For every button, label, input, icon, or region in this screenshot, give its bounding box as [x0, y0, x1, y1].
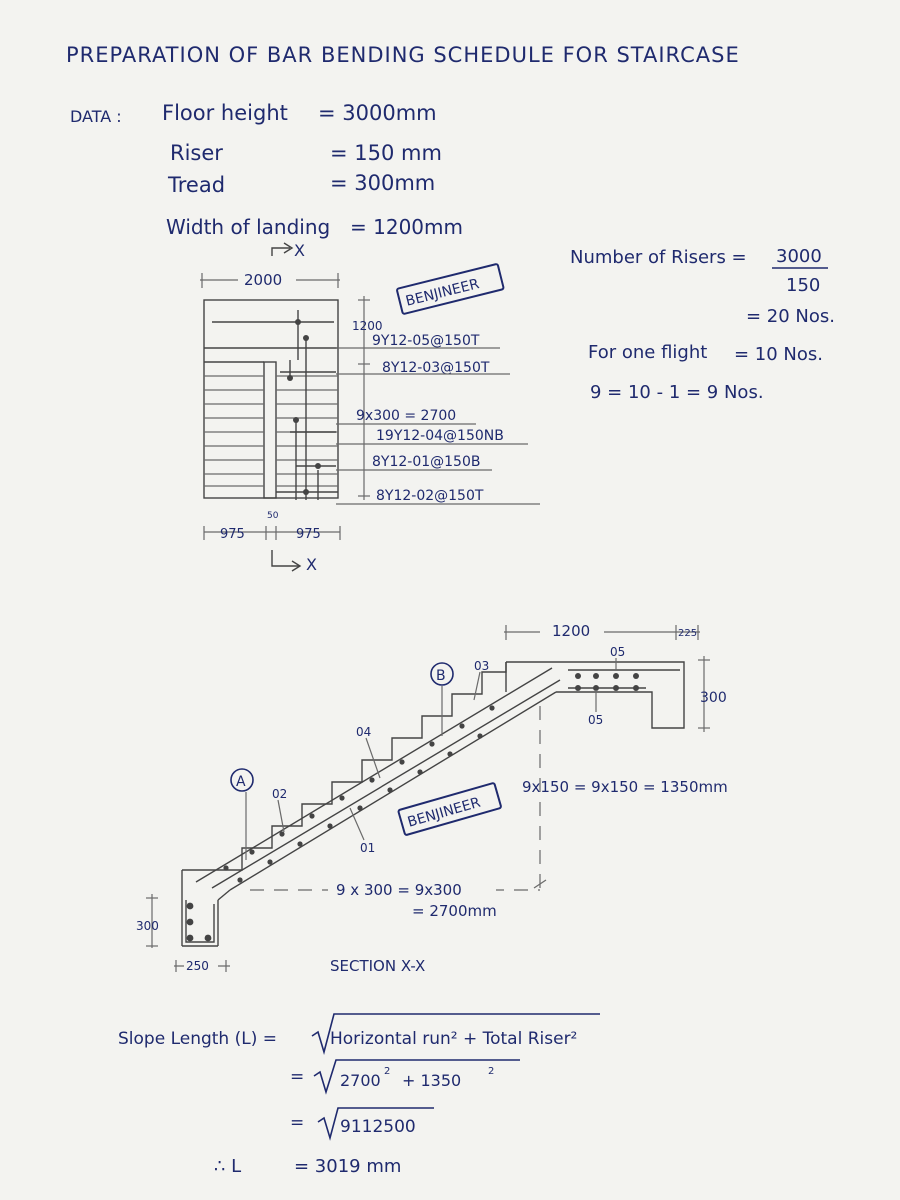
risers-result: = 20 Nos. — [746, 306, 835, 327]
run-calc: 9 x 300 = 9x300 — [336, 881, 462, 899]
section-landing-dim: 1200 — [552, 622, 590, 640]
label-02: 02 — [272, 787, 287, 801]
section-landing-depth: 300 — [700, 690, 727, 706]
slope-line1: Horizontal run² + Total Riser² — [330, 1029, 577, 1049]
label-04: 04 — [356, 725, 371, 739]
benjineer-stamp-section: BENJINEER — [397, 782, 502, 836]
section-caption: SECTION X-X — [330, 957, 425, 975]
svg-text:=: = — [290, 1113, 304, 1133]
rise-calc: 9x150 = 9x150 = 1350mm — [522, 778, 728, 796]
slope-line3: 9112500 — [340, 1117, 416, 1137]
plan-width-dim: 2000 — [244, 271, 282, 289]
benjineer-stamp-top: BENJINEER — [396, 263, 505, 315]
data-tread-name: Tread — [167, 173, 225, 197]
section-marker-bottom: X — [306, 555, 317, 574]
plan-bar-01: 8Y12-01@150B — [372, 454, 480, 470]
risers-label: Number of Risers = — [570, 247, 747, 268]
point-b: B — [436, 668, 446, 684]
label-03: 03 — [474, 659, 489, 673]
svg-text:BENJINEER: BENJINEER — [406, 795, 483, 831]
data-tread-value: = 300mm — [330, 171, 435, 195]
data-landing-name: Width of landing — [166, 215, 330, 239]
one-flight-label: For one flight — [588, 342, 707, 363]
data-floor-height-value: = 3000mm — [318, 101, 437, 125]
slope-label: Slope Length (L) = — [118, 1029, 277, 1049]
staircase-section: 1200 225 05 05 300 — [136, 620, 728, 975]
plan-right-width: 975 — [296, 527, 321, 542]
slope-line2-b: + 1350 — [402, 1071, 461, 1090]
point-a: A — [236, 774, 246, 790]
therefore-l: ∴ L — [214, 1156, 241, 1177]
data-floor-height-name: Floor height — [162, 101, 288, 125]
one-flight-value: = 10 Nos. — [734, 344, 823, 365]
beam-width: 250 — [186, 959, 209, 973]
section-marker-top: X — [294, 241, 305, 260]
label-01: 01 — [360, 841, 375, 855]
staircase-plan: X 2000 — [200, 241, 540, 574]
label-05-bottom: 05 — [588, 713, 603, 727]
plan-bar-05: 9Y12-05@150T — [372, 333, 480, 349]
data-riser-value: = 150 mm — [330, 141, 442, 165]
beam-depth: 300 — [136, 919, 159, 933]
page-title: PREPARATION OF BAR BENDING SCHEDULE FOR … — [66, 43, 740, 67]
section-beam-width-top: 225 — [678, 628, 697, 639]
data-label: DATA : — [70, 107, 122, 126]
label-05-top: 05 — [610, 645, 625, 659]
plan-left-width: 975 — [220, 527, 245, 542]
run-result: = 2700mm — [412, 902, 497, 920]
plan-landing-dim: 1200 — [352, 319, 383, 333]
slope-line2-a: 2700 — [340, 1071, 381, 1090]
data-riser-name: Riser — [170, 141, 223, 165]
plan-going-dim: 9x300 = 2700 — [356, 408, 456, 424]
plan-bar-04: 19Y12-04@150NB — [376, 428, 504, 444]
risers-numerator: 3000 — [776, 246, 822, 267]
slope-result: = 3019 mm — [294, 1156, 401, 1177]
svg-text:2: 2 — [384, 1066, 390, 1077]
data-landing-value: = 1200mm — [350, 215, 463, 239]
plan-bar-03: 8Y12-03@150T — [382, 360, 490, 376]
svg-text:2: 2 — [488, 1066, 494, 1077]
plan-bar-02: 8Y12-02@150T — [376, 488, 484, 504]
plan-gap: 50 — [267, 511, 279, 521]
slope-calculation: Slope Length (L) = Horizontal run² + Tot… — [118, 1013, 600, 1177]
svg-text:=: = — [290, 1067, 304, 1087]
goings-calc: 9 = 10 - 1 = 9 Nos. — [590, 382, 764, 403]
risers-denominator: 150 — [786, 275, 820, 296]
